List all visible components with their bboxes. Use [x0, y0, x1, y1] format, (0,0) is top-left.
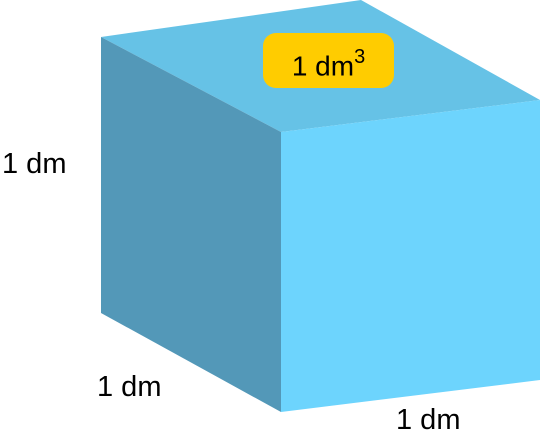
volume-badge: 1 dm3: [263, 33, 394, 88]
volume-badge-bg: [263, 33, 394, 88]
volume-label: 1 dm3: [291, 45, 366, 82]
width-label: 1 dm: [396, 404, 461, 436]
volume-exponent: 3: [354, 45, 366, 68]
cube-front-face: [281, 100, 540, 412]
depth-label: 1 dm: [97, 371, 162, 403]
volume-value: 1 dm: [291, 50, 355, 82]
cube-left-face: [101, 37, 281, 412]
height-label: 1 dm: [2, 148, 67, 180]
